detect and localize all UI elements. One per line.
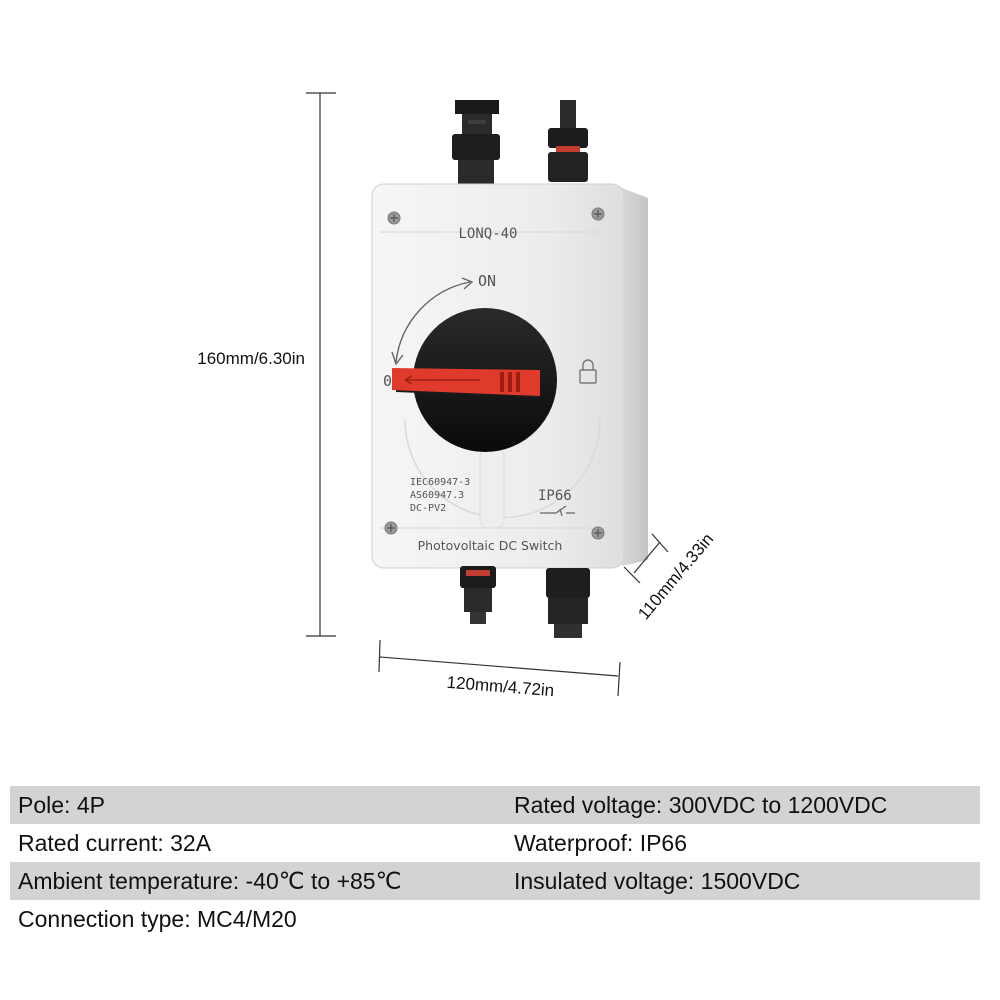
- top-connector-left: [452, 100, 500, 186]
- screw-icon: [387, 211, 401, 225]
- spec-connection-type: Connection type: MC4/M20: [18, 905, 297, 932]
- spec-rated-current: Rated current: 32A: [18, 829, 212, 856]
- top-connector-right: [548, 100, 588, 182]
- spec-waterproof: Waterproof: IP66: [514, 829, 688, 856]
- screw-icon: [384, 521, 398, 535]
- table-row: Ambient temperature: -40℃ to +85℃ Insula…: [10, 862, 980, 900]
- on-label: ON: [478, 272, 496, 290]
- bottom-connector-right: [546, 568, 590, 638]
- standard-label-2: AS60947.3: [410, 490, 464, 501]
- table-row: Connection type: MC4/M20: [10, 900, 980, 938]
- standard-label-3: DC-PV2: [410, 503, 446, 514]
- rotation-arrow-icon: [391, 277, 474, 366]
- spec-insulated-voltage: Insulated voltage: 1500VDC: [506, 862, 980, 900]
- table-row: Pole: 4P Rated voltage: 300VDC to 1200VD…: [10, 786, 980, 824]
- screw-icon: [591, 526, 605, 540]
- standard-label-1: IEC60947-3: [410, 477, 470, 488]
- product-figure: 160mm/6.30in LO: [197, 92, 717, 700]
- bottom-connector-left: [460, 566, 496, 624]
- spec-table: Pole: 4P Rated voltage: 300VDC to 1200VD…: [10, 786, 980, 938]
- width-label: 120mm/4.72in: [446, 673, 555, 700]
- spec-empty: [506, 900, 980, 938]
- enclosure-side: [622, 188, 648, 566]
- off-label: 0: [383, 372, 392, 390]
- lock-icon: [579, 359, 597, 384]
- product-name-label: Photovoltaic DC Switch: [418, 538, 563, 553]
- model-label: LONQ-40: [458, 226, 517, 242]
- spec-pole: Pole: 4P: [10, 786, 506, 824]
- rotary-handle: [392, 308, 557, 452]
- height-dimension: 160mm/6.30in: [197, 92, 336, 637]
- switch-symbol-icon: [540, 505, 575, 517]
- spec-rated-voltage: Rated voltage: 300VDC to 1200VDC: [506, 786, 980, 824]
- height-label: 160mm/6.30in: [197, 349, 305, 368]
- table-row: Rated current: 32A Waterproof: IP66: [10, 824, 980, 862]
- ip-rating-label: IP66: [538, 488, 572, 504]
- width-dimension: 120mm/4.72in: [378, 639, 621, 700]
- spec-ambient-temperature: Ambient temperature: -40℃ to +85℃: [10, 862, 506, 900]
- screw-icon: [591, 207, 605, 221]
